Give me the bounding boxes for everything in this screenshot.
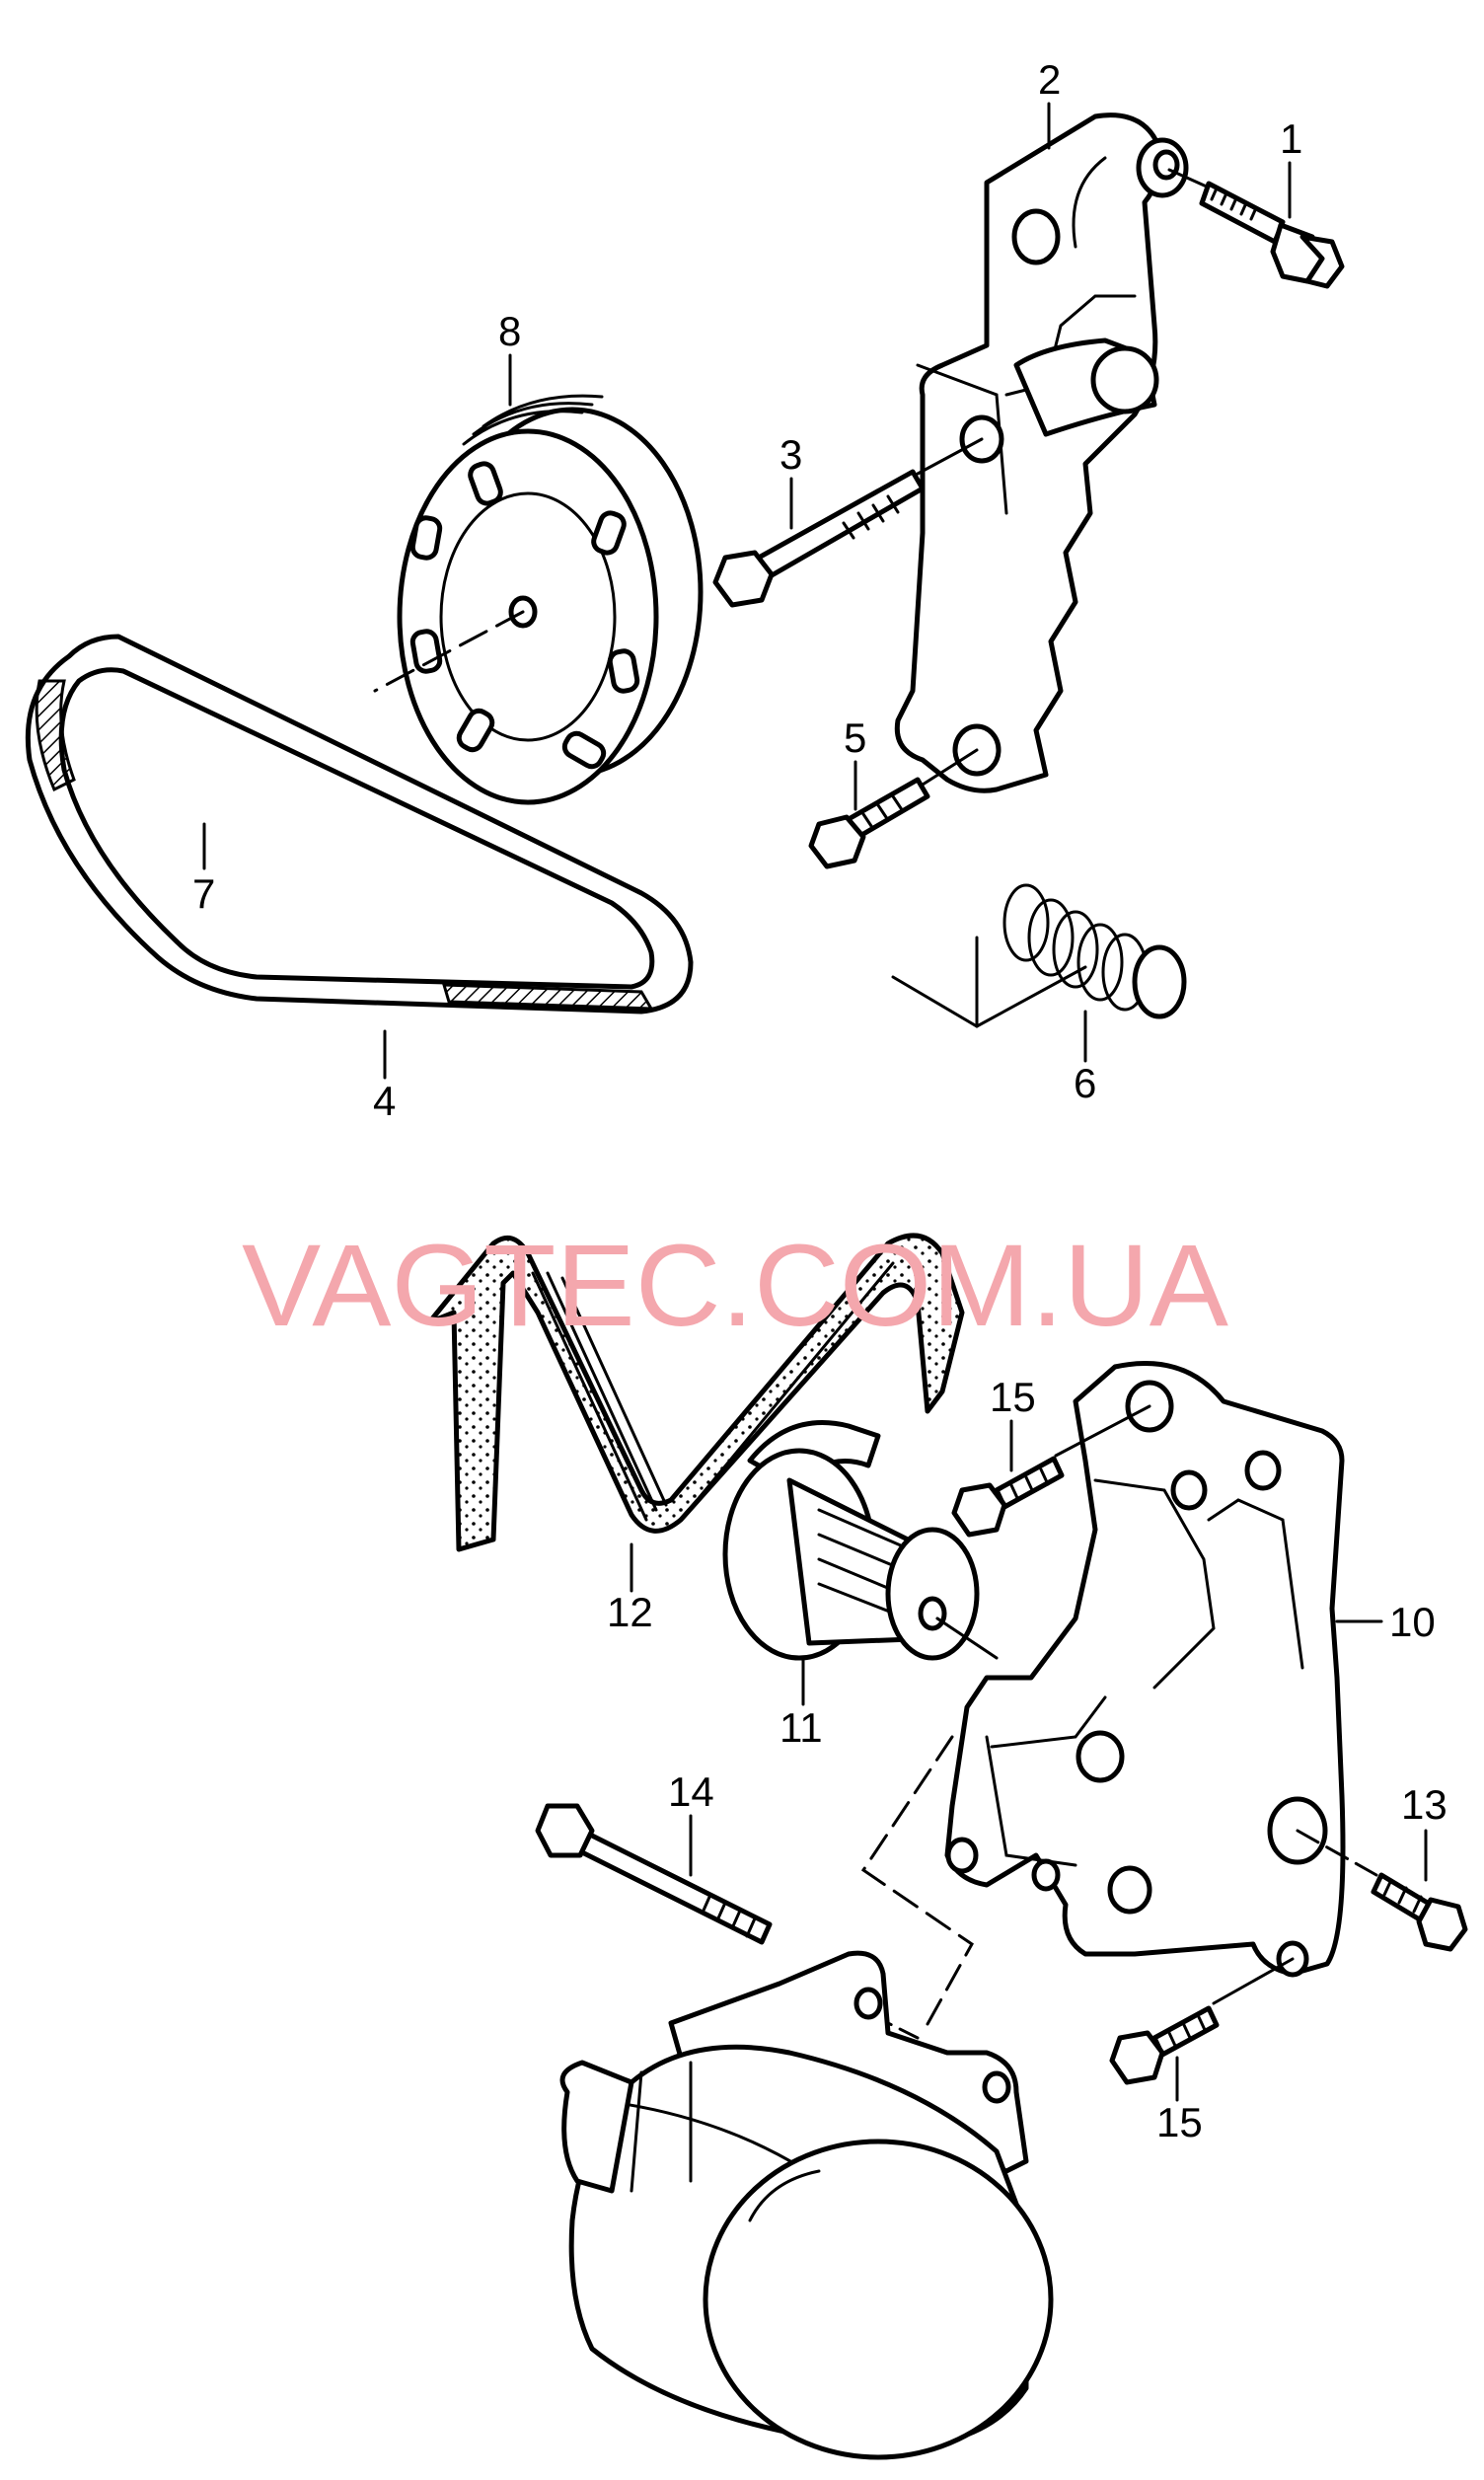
callout-label-1: 1 xyxy=(1280,115,1302,162)
v-belt-part-4 xyxy=(25,634,694,1015)
callout-label-10: 10 xyxy=(1389,1599,1436,1645)
callout-label-7: 7 xyxy=(192,870,215,917)
tensioner-part-11 xyxy=(722,1420,999,1661)
spring-part-6 xyxy=(891,883,1187,1028)
bolt-part-5 xyxy=(808,748,979,869)
callout-2: 2 xyxy=(1038,56,1061,150)
callout-label-15-lower: 15 xyxy=(1156,2099,1203,2145)
callout-label-5: 5 xyxy=(844,714,866,761)
callout-4: 4 xyxy=(373,1029,396,1124)
callout-7: 7 xyxy=(192,822,215,917)
bolt-part-14 xyxy=(535,1803,773,1945)
callout-label-3: 3 xyxy=(779,431,802,478)
bolt-part-1 xyxy=(1167,168,1345,289)
alternator xyxy=(559,1950,1054,2460)
bolt-part-15-upper xyxy=(951,1404,1151,1538)
callout-label-13: 13 xyxy=(1401,1781,1447,1828)
callout-8: 8 xyxy=(498,308,521,407)
callout-10: 10 xyxy=(1335,1599,1436,1645)
callout-12: 12 xyxy=(607,1542,653,1635)
callout-5: 5 xyxy=(844,714,866,811)
bolt-part-3 xyxy=(712,437,984,608)
bracket-part-10 xyxy=(944,1361,1346,1978)
callout-1: 1 xyxy=(1280,115,1302,219)
callout-label-4: 4 xyxy=(373,1078,396,1124)
bolt-part-15-lower xyxy=(1109,1957,1295,2085)
bolt-part-13 xyxy=(1296,1829,1468,1952)
callout-11: 11 xyxy=(779,1656,823,1751)
callout-label-15-upper: 15 xyxy=(990,1374,1036,1420)
callout-13: 13 xyxy=(1401,1781,1447,1882)
callout-15-upper: 15 xyxy=(990,1374,1036,1472)
callout-15-lower: 15 xyxy=(1156,2056,1203,2145)
callout-label-2: 2 xyxy=(1038,56,1061,103)
ribbed-belt-part-12 xyxy=(426,1233,965,1552)
callout-label-14: 14 xyxy=(668,1768,714,1815)
callout-3: 3 xyxy=(779,431,802,530)
pulley-part-8 xyxy=(373,394,704,805)
watermark-text: VAGTEC.COM.UA xyxy=(242,1221,1228,1351)
mounting-guide-line xyxy=(860,1735,974,2035)
callout-6: 6 xyxy=(1074,1010,1096,1106)
callout-label-11: 11 xyxy=(779,1704,823,1751)
callout-14: 14 xyxy=(668,1768,714,1877)
callout-label-8: 8 xyxy=(498,308,521,354)
callout-label-6: 6 xyxy=(1074,1060,1096,1106)
callout-label-12: 12 xyxy=(607,1589,653,1635)
bracket-part-2 xyxy=(894,113,1189,793)
